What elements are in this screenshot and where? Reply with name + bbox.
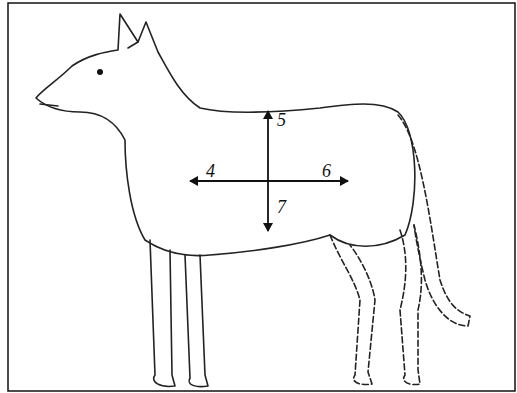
- front-leg: [185, 255, 208, 387]
- direction-arrow: [190, 180, 268, 182]
- dog-mouth: [40, 104, 58, 106]
- front-leg: [150, 240, 175, 386]
- hind-leg: [330, 235, 375, 385]
- direction-arrow: [267, 181, 269, 231]
- callout-number: 6: [322, 162, 331, 180]
- dog-body: [36, 14, 415, 256]
- callout-number: 4: [206, 162, 215, 180]
- hind-leg: [400, 225, 421, 385]
- callout-number: 7: [277, 198, 286, 216]
- callout-number: 5: [277, 111, 286, 129]
- dog-eye: [97, 69, 103, 75]
- direction-arrow: [267, 111, 269, 181]
- dog-ear: [128, 42, 138, 48]
- frame-border: [8, 3, 515, 391]
- direction-arrow: [268, 180, 348, 182]
- dog-tail: [398, 115, 470, 326]
